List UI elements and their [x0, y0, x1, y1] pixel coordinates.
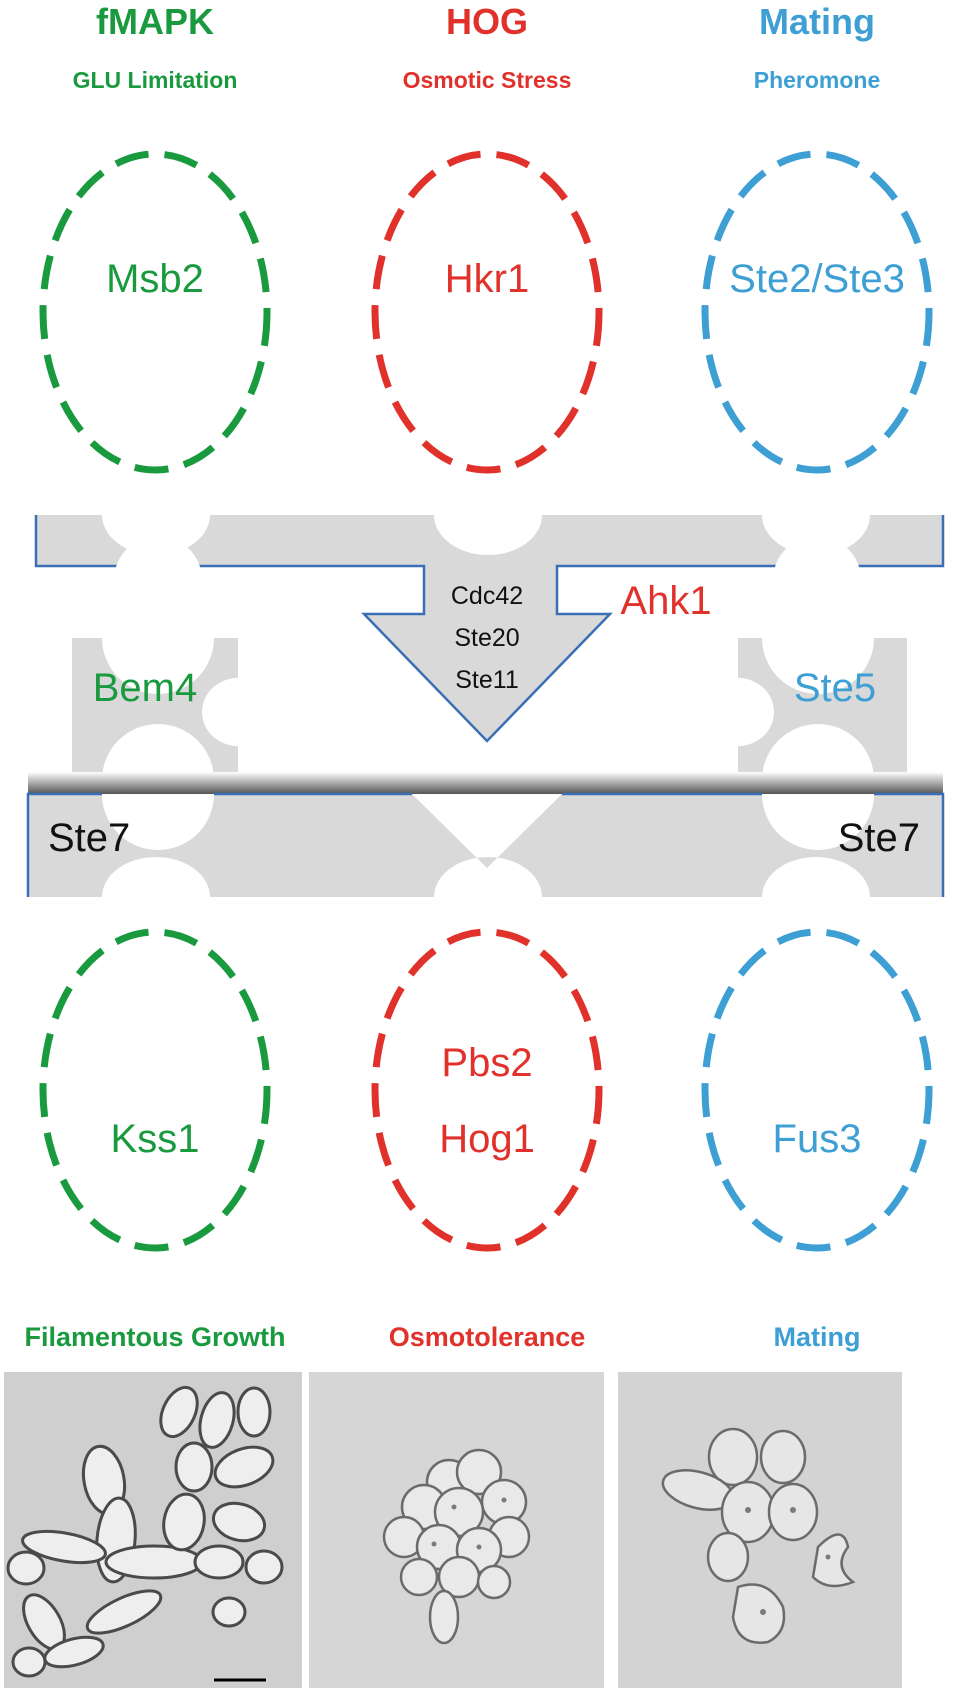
ste20-label: Ste20	[454, 624, 519, 652]
hog-stimulus: Osmotic Stress	[403, 67, 572, 93]
ste7-right-label: Ste7	[838, 816, 920, 860]
upper-bar-notch-left	[114, 536, 202, 624]
bem4-scaffold	[72, 638, 238, 780]
fus3-label: Fus3	[773, 1117, 862, 1161]
mating-output-label: Mating	[773, 1322, 861, 1352]
ste7-bar-shadow	[28, 772, 943, 794]
mating-cells-micrograph	[618, 1372, 902, 1688]
hog-title: HOG	[446, 1, 528, 42]
mating-sensor-oval	[701, 150, 933, 474]
pbs2-label: Pbs2	[441, 1041, 532, 1085]
msb2-label: Msb2	[106, 257, 204, 301]
fmapk-title: fMAPK	[96, 1, 214, 42]
filamentous-cells-micrograph	[4, 1372, 302, 1688]
ste5-scaffold	[738, 638, 907, 780]
fmapk-sensor-oval	[39, 150, 271, 474]
kss1-label: Kss1	[111, 1117, 200, 1161]
hog-kinase-oval	[371, 928, 603, 1252]
hog-sensor-oval	[371, 150, 603, 474]
cdc42-label: Cdc42	[451, 582, 523, 610]
ste7-left-label: Ste7	[48, 816, 130, 860]
osmotolerant-cells-micrograph	[309, 1372, 604, 1688]
mating-stimulus: Pheromone	[754, 67, 881, 93]
filamentous-growth-label: Filamentous Growth	[24, 1322, 286, 1352]
upper-bar-notch-right	[773, 536, 861, 624]
upper-bar-outline	[34, 515, 945, 743]
hog1-label: Hog1	[439, 1117, 535, 1161]
ste7-bar	[28, 794, 943, 897]
fmapk-stimulus: GLU Limitation	[73, 67, 238, 93]
ahk1-label: Ahk1	[620, 579, 711, 623]
ste2-ste3-label: Ste2/Ste3	[729, 257, 905, 301]
ste11-label: Ste11	[455, 666, 518, 694]
bem4-label: Bem4	[93, 666, 198, 710]
fmapk-kinase-oval	[39, 928, 271, 1252]
hkr1-label: Hkr1	[445, 257, 529, 301]
mating-kinase-oval	[701, 928, 933, 1252]
upper-membrane-bar	[36, 515, 943, 741]
osmotolerance-label: Osmotolerance	[388, 1322, 586, 1352]
ste5-label: Ste5	[794, 666, 876, 710]
mating-title: Mating	[759, 1, 875, 42]
ste7-bar-outline	[26, 792, 945, 897]
